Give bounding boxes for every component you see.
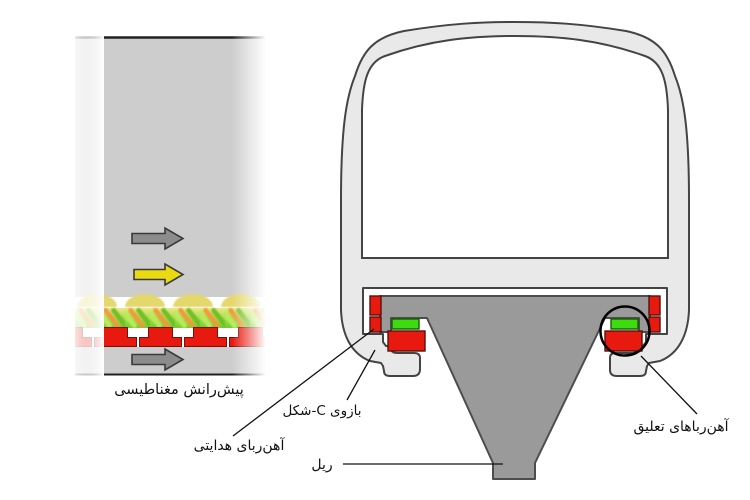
propulsion-panel: پیش‌رانش مغناطیسی (70, 30, 266, 398)
highlight-circle (599, 305, 651, 357)
air-gap-strip (75, 297, 265, 308)
annotations (232, 328, 698, 465)
levitation-gap-right (610, 318, 639, 330)
propulsion-caption: پیش‌رانش مغناطیسی (114, 382, 244, 398)
leader-guidance-magnet (232, 328, 375, 437)
leader-suspension-magnets (640, 355, 698, 415)
guidance-magnet-left-upper (369, 295, 382, 316)
panel-right-fade (232, 30, 266, 382)
motion-arrow-bottom (131, 347, 185, 372)
suspension-magnet-right (604, 330, 643, 352)
propulsion-coil-band (75, 308, 265, 328)
cabin-interior (361, 34, 669, 259)
thrust-arrow-yellow (133, 262, 185, 287)
leader-c-arm (346, 349, 376, 401)
guidance-magnet-left-lower (369, 316, 382, 333)
label-c-arm: بازوی C-شکل (282, 403, 361, 419)
left-magnet-assembly (369, 295, 426, 352)
train-cross-section (340, 21, 690, 480)
magnet-block (184, 327, 227, 347)
label-suspension-magnets: آهن‌رباهای تعلیق (633, 418, 729, 435)
magnet-block (139, 327, 182, 347)
label-guidance-magnet: آهن‌ربای هدایتی (194, 437, 286, 454)
guideway-beam-and-rail (379, 295, 651, 480)
label-rail: ریل (311, 457, 332, 473)
panel-left-fade2 (70, 30, 104, 382)
levitation-gap-left (391, 318, 420, 330)
motion-arrow-top (131, 226, 185, 251)
suspension-magnet-left (387, 330, 426, 352)
guidance-magnet-right-upper (648, 295, 661, 316)
